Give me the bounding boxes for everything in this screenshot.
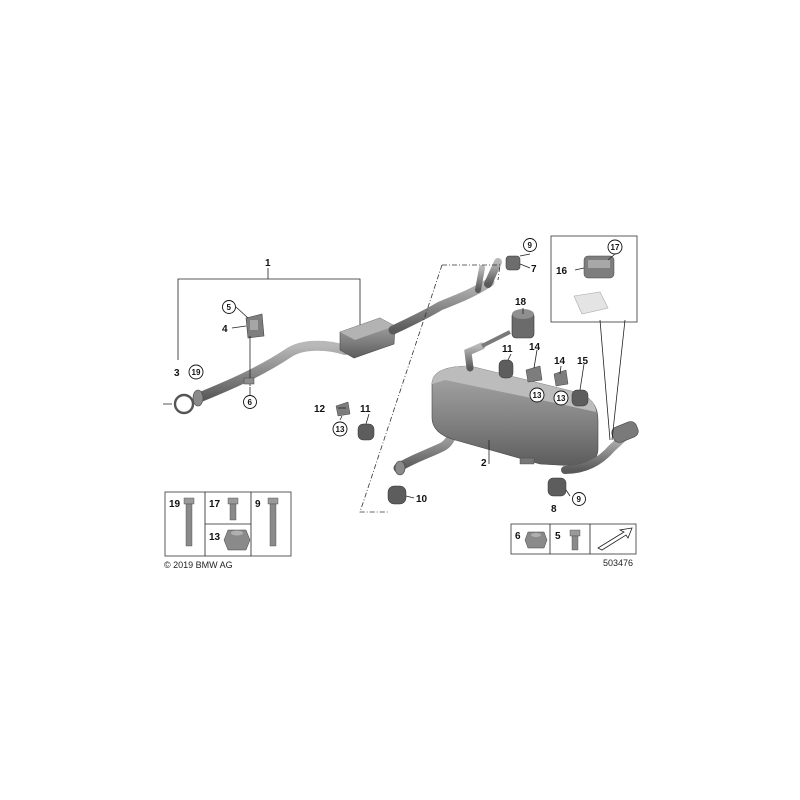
callout-13a-ring bbox=[332, 421, 348, 437]
fastener-legend-left: 19 17 13 9 bbox=[164, 491, 292, 557]
rubber-mount-15[interactable] bbox=[571, 389, 589, 407]
legend-19: 19 bbox=[169, 499, 181, 510]
callout-13c-ring bbox=[553, 390, 569, 406]
callout-2: 2 bbox=[481, 458, 487, 469]
callout-13b-ring bbox=[529, 387, 545, 403]
legend-6: 6 bbox=[515, 531, 521, 542]
center-muffler[interactable] bbox=[339, 317, 396, 359]
callout-1: 1 bbox=[265, 258, 271, 269]
callout-6: 6 bbox=[248, 398, 253, 407]
assembly-boundary bbox=[359, 264, 501, 513]
callout-5-ring bbox=[222, 300, 236, 314]
diagram-id: 503476 bbox=[603, 558, 633, 568]
callout-9b-ring bbox=[572, 492, 586, 506]
callout-19: 19 bbox=[192, 368, 201, 377]
legend-13: 13 bbox=[209, 532, 221, 543]
hex-nut-small[interactable] bbox=[243, 377, 255, 385]
rubber-hanger-7[interactable] bbox=[505, 255, 521, 271]
callout-11b: 11 bbox=[360, 404, 371, 415]
callout-5: 5 bbox=[227, 303, 232, 312]
callout-3: 3 bbox=[174, 368, 180, 379]
fastener-legend-right: 6 5 bbox=[510, 523, 637, 555]
callout-10: 10 bbox=[416, 494, 428, 505]
callout-14a: 14 bbox=[529, 342, 541, 353]
callout-19-ring bbox=[188, 364, 204, 380]
bracket-12[interactable] bbox=[335, 401, 351, 417]
rubber-mount-11-upper[interactable] bbox=[498, 359, 514, 379]
callout-9a-ring bbox=[523, 238, 537, 252]
clamp-10[interactable] bbox=[387, 485, 407, 505]
nut-6-icon bbox=[524, 531, 548, 549]
front-pipe-assembly[interactable] bbox=[177, 258, 502, 407]
rubber-mount-8[interactable] bbox=[547, 477, 567, 497]
legend-5: 5 bbox=[555, 531, 561, 542]
callout-6-ring bbox=[243, 395, 257, 409]
callout-9a: 9 bbox=[528, 241, 533, 250]
exhaust-flap-inset bbox=[550, 235, 638, 441]
callout-16: 16 bbox=[556, 266, 568, 277]
exhaust-flap-actuator[interactable] bbox=[583, 255, 615, 279]
nut-13-icon bbox=[223, 529, 251, 551]
callout-9b: 9 bbox=[577, 495, 582, 504]
copyright-text: © 2019 BMW AG bbox=[164, 560, 233, 570]
callout-17: 17 bbox=[611, 243, 620, 252]
callout-14b: 14 bbox=[554, 356, 566, 367]
bracket-14-left[interactable] bbox=[525, 365, 543, 383]
callout-4: 4 bbox=[222, 324, 228, 335]
rubber-mount-11-lower[interactable] bbox=[357, 423, 375, 441]
callout-13b: 13 bbox=[533, 391, 542, 400]
callout-15: 15 bbox=[577, 356, 589, 367]
bolt-19-icon bbox=[183, 497, 195, 547]
callout-12: 12 bbox=[314, 404, 326, 415]
bracket-14-right[interactable] bbox=[553, 369, 569, 387]
legend-9: 9 bbox=[255, 499, 261, 510]
bolt-5-icon bbox=[569, 529, 581, 551]
forward-direction-arrow-icon bbox=[597, 527, 633, 551]
callout-13a: 13 bbox=[336, 425, 345, 434]
callout-11a: 11 bbox=[502, 344, 513, 355]
mounting-bracket[interactable] bbox=[245, 313, 265, 339]
callout-13c: 13 bbox=[557, 394, 566, 403]
bolt-9-icon bbox=[267, 497, 279, 547]
rear-muffler-assembly[interactable] bbox=[393, 342, 640, 476]
callout-8: 8 bbox=[551, 504, 557, 515]
callout-18: 18 bbox=[515, 297, 527, 308]
callout-17-ring bbox=[607, 239, 623, 255]
callout-7: 7 bbox=[531, 264, 537, 275]
pipe-clamp[interactable] bbox=[163, 393, 195, 415]
legend-17: 17 bbox=[209, 499, 221, 510]
bolt-17-icon bbox=[227, 497, 239, 521]
